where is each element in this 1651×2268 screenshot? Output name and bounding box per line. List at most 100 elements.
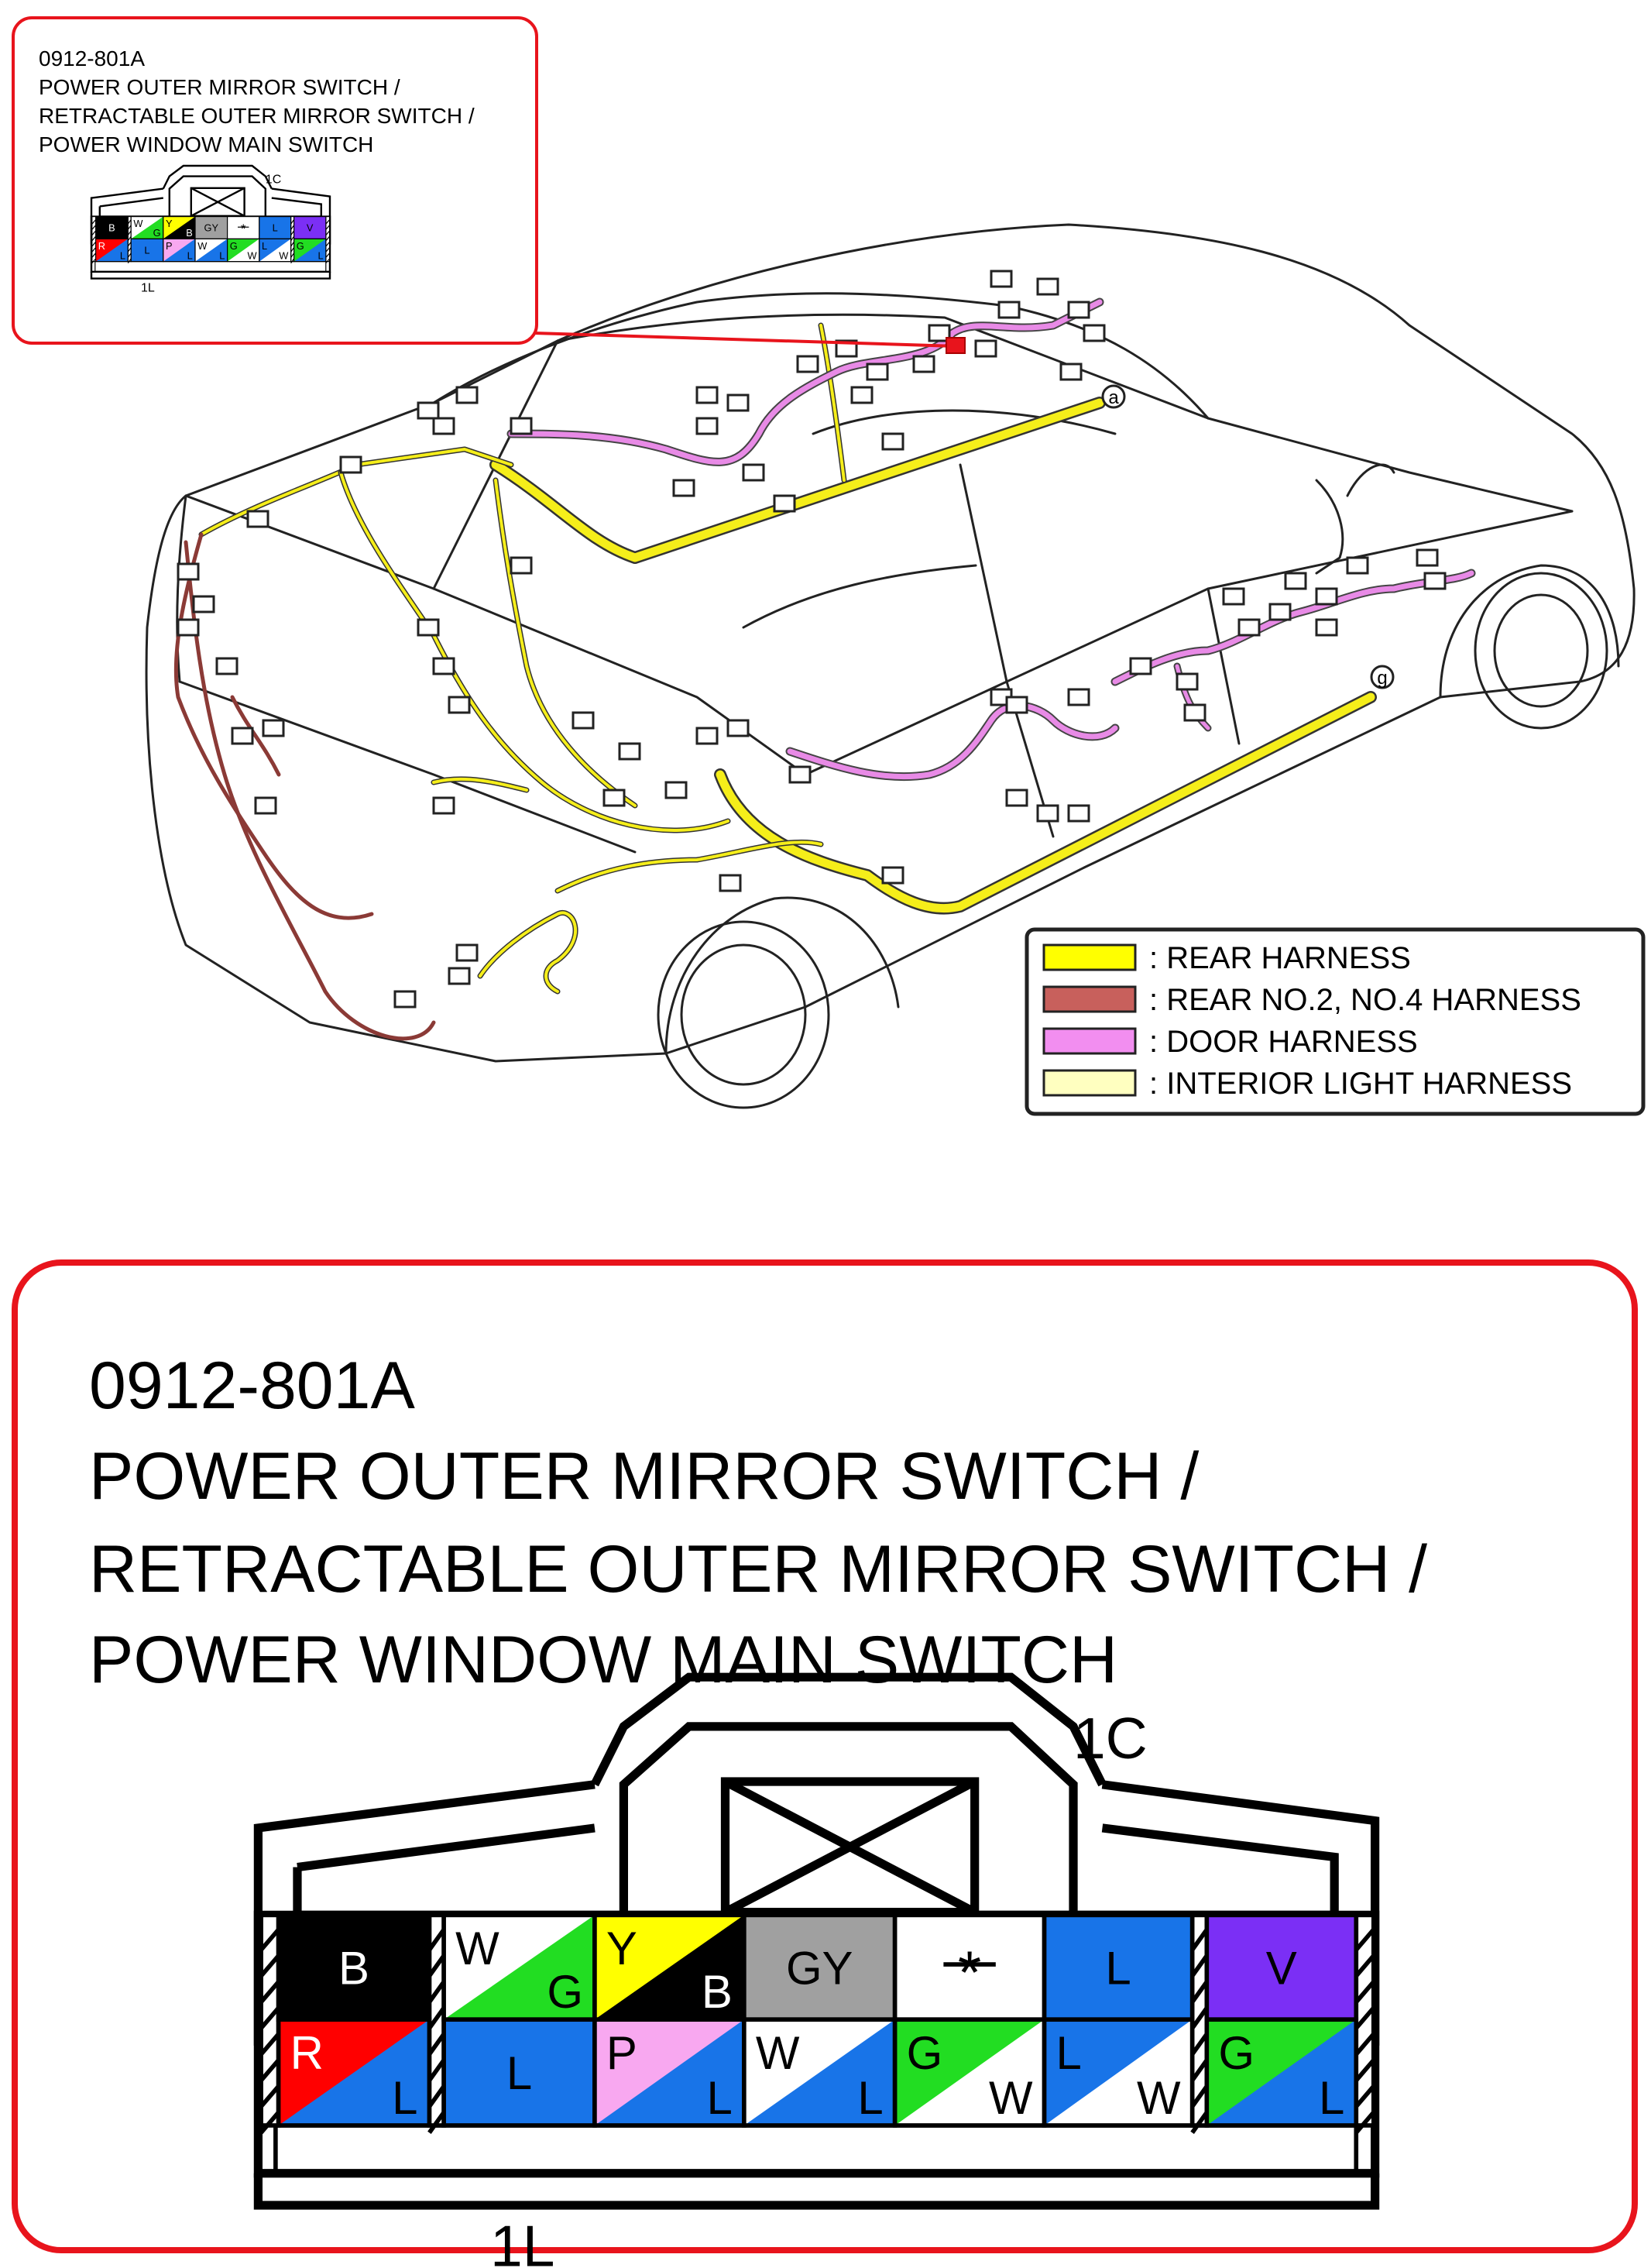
pin-cell: WG bbox=[441, 1912, 597, 2022]
connector-code: 0912-801A bbox=[89, 1349, 415, 1423]
pin-cell: WG bbox=[130, 216, 164, 240]
pin-cell: V bbox=[1204, 1912, 1359, 2022]
pin-color-label-primary: P bbox=[166, 240, 173, 252]
pin-color-label-stripe: L bbox=[392, 2072, 417, 2124]
title-line-2: RETRACTABLE OUTER MIRROR SWITCH / bbox=[89, 1532, 1427, 1606]
legend-item: : DOOR HARNESS bbox=[1042, 1025, 1418, 1059]
pin-label-1L: 1L bbox=[490, 2214, 554, 2268]
small-callout: 0912-801A POWER OUTER MIRROR SWITCH / RE… bbox=[12, 16, 538, 345]
pin-cell: V bbox=[293, 216, 327, 240]
pin-color-label-primary: W bbox=[133, 218, 143, 229]
svg-text:a: a bbox=[1108, 387, 1119, 408]
latch-inner bbox=[168, 175, 267, 217]
pin-color-label-stripe: L bbox=[1319, 2072, 1344, 2124]
pin-color-label-stripe: B bbox=[702, 1966, 733, 2018]
pin-cell: PL bbox=[163, 238, 196, 263]
pin-color-label-stripe: G bbox=[153, 227, 161, 239]
pin-cell: GW bbox=[227, 238, 260, 263]
legend-swatch bbox=[1042, 985, 1137, 1013]
pin-color-label-stripe: W bbox=[1137, 2072, 1181, 2124]
pin-color-label: L bbox=[1105, 1942, 1131, 1994]
pin-cell: LW bbox=[1042, 2017, 1195, 2128]
pin-cell: LW bbox=[259, 238, 292, 263]
pin-cell: RL bbox=[95, 238, 129, 263]
hatched-divider bbox=[259, 1912, 281, 2135]
pin-color-label-primary: P bbox=[606, 2027, 637, 2079]
title-line-1: POWER OUTER MIRROR SWITCH / bbox=[89, 1439, 1199, 1514]
pin-color-label-stripe: W bbox=[989, 2072, 1033, 2124]
pin-color-label-stripe: L bbox=[857, 2072, 883, 2124]
marker-a: a bbox=[1101, 384, 1126, 409]
small-title-line-3: POWER WINDOW MAIN SWITCH bbox=[39, 132, 373, 156]
pin-color-label: GY bbox=[204, 222, 219, 234]
pin-cell: GL bbox=[293, 238, 327, 263]
legend-item: : INTERIOR LIGHT HARNESS bbox=[1042, 1067, 1572, 1101]
pin-cell: PL bbox=[592, 2017, 747, 2128]
hatched-divider bbox=[91, 216, 97, 263]
pin-color-label: * bbox=[241, 222, 246, 236]
pin-color-label: B bbox=[108, 222, 115, 234]
pin-cell: * bbox=[892, 1912, 1047, 2022]
pin-color-label-primary: G bbox=[1218, 2027, 1255, 2079]
title-line-3: POWER WINDOW MAIN SWITCH bbox=[89, 1623, 1117, 1697]
small-title-line-2: RETRACTABLE OUTER MIRROR SWITCH / bbox=[39, 104, 475, 128]
rear-harness-wires bbox=[198, 322, 1377, 995]
legend-swatch bbox=[1042, 943, 1137, 971]
pin-cell: * bbox=[227, 216, 260, 240]
pin-label-1C: 1C bbox=[266, 173, 281, 186]
pin-color-label: * bbox=[958, 1938, 981, 2006]
harness-connectors bbox=[177, 270, 1447, 1009]
pin-cell: WL bbox=[742, 2017, 898, 2128]
pin-cell: GL bbox=[1204, 2017, 1359, 2128]
hatched-divider bbox=[1354, 1912, 1376, 2135]
large-callout: 0912-801A POWER OUTER MIRROR SWITCH / RE… bbox=[12, 1259, 1638, 2268]
pin-label-1C: 1C bbox=[1073, 1706, 1148, 1771]
pin-color-label-stripe: L bbox=[318, 249, 323, 261]
pin-color-label-primary: Y bbox=[606, 1923, 637, 1974]
legend-item: : REAR HARNESS bbox=[1042, 941, 1411, 975]
pin-color-label-primary: W bbox=[455, 1923, 499, 1974]
pin-color-label-primary: R bbox=[98, 240, 105, 252]
legend-swatch bbox=[1042, 1027, 1137, 1055]
pin-cell: L bbox=[441, 2017, 597, 2128]
pin-color-label: L bbox=[506, 2047, 532, 2099]
pin-cell: WL bbox=[194, 238, 228, 263]
legend-swatch bbox=[1042, 1069, 1137, 1097]
hatched-divider bbox=[325, 216, 331, 263]
harness-legend: : REAR HARNESS : REAR NO.2, NO.4 HARNESS:… bbox=[1025, 927, 1646, 1116]
pin-color-label: B bbox=[338, 1942, 369, 1994]
pin-cell: L bbox=[1042, 1912, 1195, 2022]
marker-g: g bbox=[1370, 665, 1395, 689]
latch-outline bbox=[590, 1672, 1107, 1787]
pin-color-label-primary: Y bbox=[166, 218, 173, 229]
svg-text:g: g bbox=[1377, 668, 1387, 689]
latch-outline bbox=[162, 164, 273, 190]
legend-label: : REAR NO.2, NO.4 HARNESS bbox=[1149, 983, 1581, 1017]
callout-leader bbox=[534, 332, 966, 354]
pin-color-label: GY bbox=[786, 1942, 853, 1994]
pin-color-label-primary: W bbox=[197, 240, 208, 252]
pin-color-label: L bbox=[144, 245, 149, 256]
pin-color-label-stripe: L bbox=[187, 249, 193, 261]
pin-cell: GW bbox=[892, 2017, 1047, 2128]
pin-color-label-primary: R bbox=[290, 2027, 324, 2079]
pin-color-label-stripe: L bbox=[219, 249, 225, 261]
pin-cell: L bbox=[130, 238, 164, 263]
pin-color-label-stripe: W bbox=[248, 249, 258, 261]
pin-color-label-primary: L bbox=[262, 240, 267, 252]
pin-color-label-primary: W bbox=[756, 2027, 800, 2079]
pin-cell: YB bbox=[592, 1912, 747, 2022]
pin-color-label-stripe: B bbox=[186, 227, 193, 239]
pin-color-label-stripe: G bbox=[547, 1966, 583, 2018]
pin-cell: RL bbox=[276, 2017, 432, 2128]
pin-color-label-primary: G bbox=[907, 2027, 943, 2079]
small-title-line-1: POWER OUTER MIRROR SWITCH / bbox=[39, 75, 400, 99]
car-outline-illustration bbox=[145, 223, 1636, 1109]
legend-label: : INTERIOR LIGHT HARNESS bbox=[1149, 1067, 1572, 1101]
pin-color-label-stripe: W bbox=[279, 249, 289, 261]
pin-color-label: V bbox=[307, 222, 314, 234]
pin-label-1L: 1L bbox=[141, 281, 155, 294]
pin-color-label-stripe: L bbox=[707, 2072, 733, 2124]
